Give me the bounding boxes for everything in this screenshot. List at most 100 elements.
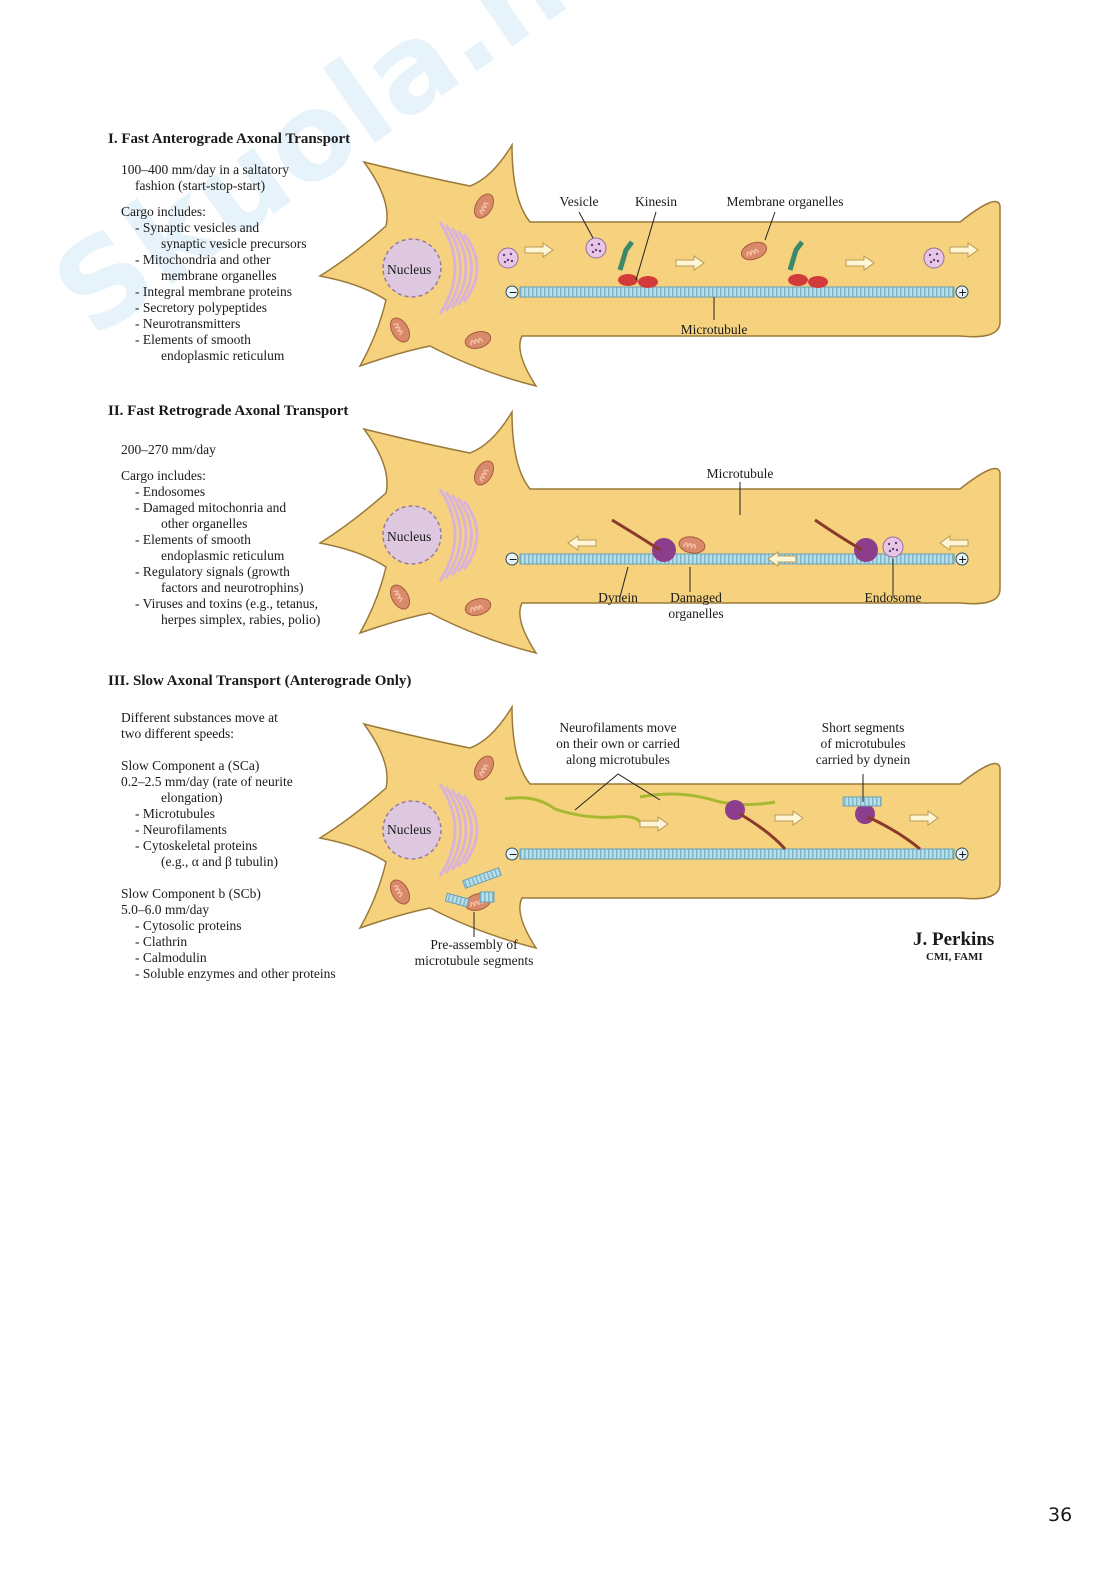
vesicle-icon bbox=[497, 247, 519, 269]
nucleus bbox=[382, 238, 442, 298]
kinesin-label: Kinesin bbox=[635, 194, 677, 209]
dynein-icon bbox=[854, 538, 878, 562]
golgi-apparatus bbox=[450, 494, 468, 576]
kinesin-head-icon bbox=[618, 274, 638, 286]
svg-text:+: + bbox=[958, 286, 967, 299]
arrow-right-icon bbox=[639, 816, 669, 832]
leader-lines bbox=[578, 211, 776, 320]
arrow-right-icon bbox=[909, 810, 939, 826]
svg-text:+: + bbox=[958, 848, 967, 861]
microtubule bbox=[519, 286, 955, 298]
microtubule-segment bbox=[462, 867, 502, 889]
svg-text:−: − bbox=[509, 553, 518, 566]
plus-end-icon bbox=[955, 285, 969, 299]
mitochondrion-icon bbox=[464, 331, 492, 349]
mitochondrion-icon bbox=[390, 584, 410, 610]
section-1-title: I. Fast Anterograde Axonal Transport bbox=[108, 131, 351, 147]
page-number: 36 bbox=[1048, 1504, 1073, 1526]
microtubule bbox=[519, 848, 955, 860]
golgi-apparatus bbox=[456, 230, 473, 306]
golgi-apparatus bbox=[462, 233, 479, 303]
endosome-label: Endosome bbox=[864, 590, 922, 605]
kinesin-head-icon bbox=[808, 276, 828, 288]
arrow-right-icon bbox=[524, 242, 554, 258]
golgi-apparatus bbox=[456, 497, 473, 573]
leader-lines bbox=[473, 773, 864, 937]
golgi-apparatus bbox=[438, 783, 457, 877]
mitochondrion-icon bbox=[678, 536, 706, 554]
section-2-text: 200–270 mm/day Cargo includes: - Endosom… bbox=[121, 442, 321, 627]
microtubule-label: Microtubule bbox=[680, 322, 748, 337]
nucleus bbox=[382, 505, 442, 565]
nucleus-label: Nucleus bbox=[387, 262, 432, 277]
golgi-apparatus bbox=[462, 500, 479, 570]
nucleus-label: Nucleus bbox=[387, 529, 432, 544]
plus-end-icon bbox=[955, 552, 969, 566]
svg-text:−: − bbox=[509, 848, 518, 861]
arrow-left-icon bbox=[767, 551, 797, 567]
golgi-apparatus bbox=[438, 488, 457, 582]
mitochondrion-icon bbox=[474, 460, 494, 486]
golgi-apparatus bbox=[444, 491, 462, 579]
svg-text:−: − bbox=[509, 286, 518, 299]
endosome-icon bbox=[882, 536, 904, 558]
svg-text:+: + bbox=[958, 553, 967, 566]
arrow-right-icon bbox=[675, 255, 705, 271]
dynein-stalk bbox=[739, 812, 921, 851]
neuron-panel-3: −+ bbox=[317, 704, 1001, 950]
dynein-icon bbox=[855, 804, 875, 824]
nucleus bbox=[382, 800, 442, 860]
section-2-title: II. Fast Retrograde Axonal Transport bbox=[108, 403, 349, 419]
arrow-left-icon bbox=[939, 535, 969, 551]
mitochondrion-icon bbox=[740, 241, 768, 261]
microtubule-label: Microtubule bbox=[706, 466, 774, 481]
leader-lines bbox=[619, 482, 894, 598]
signature-credentials: CMI, FAMI bbox=[926, 951, 983, 963]
minus-end-icon bbox=[505, 847, 519, 861]
dynein-stalk bbox=[611, 518, 863, 552]
neurofilament-icon bbox=[504, 792, 776, 824]
mitochondrion-icon bbox=[390, 317, 410, 343]
minus-end-icon bbox=[505, 552, 519, 566]
minus-end-icon bbox=[505, 285, 519, 299]
neuron-panel-1: −+ bbox=[317, 142, 1001, 388]
dynein-label: Dynein bbox=[598, 590, 638, 605]
arrow-right-icon bbox=[949, 242, 979, 258]
kinesin-icon bbox=[787, 240, 804, 271]
vesicle-icon bbox=[923, 247, 945, 269]
plus-end-icon bbox=[955, 847, 969, 861]
golgi-apparatus bbox=[456, 792, 473, 868]
microtubule-segment bbox=[842, 796, 882, 807]
arrow-left-icon bbox=[567, 535, 597, 551]
mitochondrion-icon bbox=[390, 879, 410, 905]
kinesin-head-icon bbox=[638, 276, 658, 288]
kinesin-icon bbox=[617, 240, 634, 271]
golgi-apparatus bbox=[450, 789, 468, 871]
nucleus-label: Nucleus bbox=[387, 822, 432, 837]
arrow-right-icon bbox=[774, 810, 804, 826]
section-3-title: III. Slow Axonal Transport (Anterograde … bbox=[108, 673, 412, 689]
dynein-icon bbox=[725, 800, 745, 820]
vesicle-icon bbox=[585, 237, 607, 259]
mitochondrion-icon bbox=[474, 755, 494, 781]
golgi-apparatus bbox=[438, 221, 457, 315]
membrane-organelles-label: Membrane organelles bbox=[726, 194, 844, 209]
mitochondrion-icon bbox=[464, 598, 492, 616]
microtubule-segment bbox=[479, 891, 495, 903]
microtubule bbox=[519, 553, 955, 565]
vesicle-label: Vesicle bbox=[559, 194, 599, 209]
signature-name: J. Perkins bbox=[913, 929, 995, 950]
golgi-apparatus bbox=[462, 795, 479, 865]
microtubule-segment bbox=[444, 892, 470, 908]
neuron-panel-2: −+ bbox=[317, 409, 1001, 655]
golgi-apparatus bbox=[444, 786, 462, 874]
kinesin-head-icon bbox=[788, 274, 808, 286]
golgi-apparatus bbox=[444, 224, 462, 312]
arrow-right-icon bbox=[845, 255, 875, 271]
